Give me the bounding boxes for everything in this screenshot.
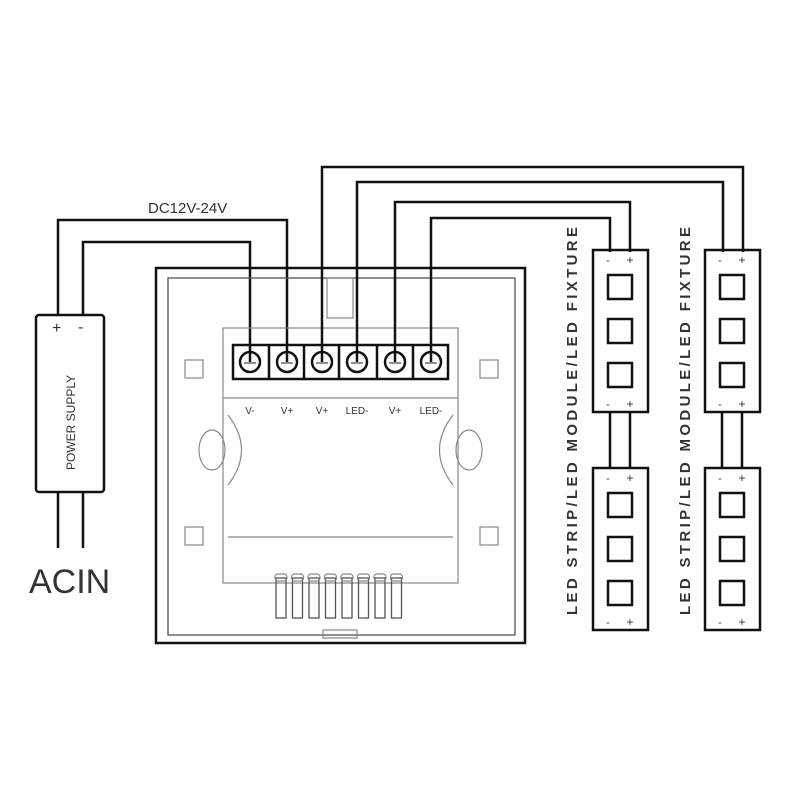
led-chip: [718, 491, 746, 519]
supply-voltage-label: DC12V-24V: [148, 200, 227, 217]
led-module: - + - +: [703, 466, 762, 632]
terminal-label: V+: [316, 406, 329, 417]
connector-pin: [308, 577, 320, 619]
module-plus-label: +: [626, 615, 633, 629]
led-module: - + - +: [703, 248, 762, 414]
module-plus-label: +: [738, 397, 745, 411]
module-minus-label: -: [606, 617, 610, 629]
module-minus-label: -: [606, 255, 610, 267]
led-chip: [606, 579, 634, 607]
terminal-screw: [238, 350, 262, 374]
wire-psu-plus: [56, 218, 289, 362]
module-minus-label: -: [718, 255, 722, 267]
connector-pin: [341, 577, 353, 619]
module-plus-label: +: [738, 615, 745, 629]
led-chip: [718, 273, 746, 301]
module-minus-label: -: [718, 399, 722, 411]
led-chip: [606, 361, 634, 389]
led-chip: [718, 361, 746, 389]
power-supply: + - POWER SUPPLY: [34, 313, 106, 548]
module-plus-label: +: [626, 397, 633, 411]
module-plus-label: +: [738, 253, 745, 267]
terminal-label: LED-: [420, 406, 443, 417]
led-chip: [718, 535, 746, 563]
psu-plus-label: +: [52, 320, 61, 337]
led-module: - + - +: [591, 248, 650, 414]
module-plus-label: +: [626, 471, 633, 485]
led-label-1: LED STRIP/LED MODULE/LED FIXTURE: [564, 227, 581, 615]
connector-pin: [374, 577, 386, 619]
terminal-label: V+: [281, 406, 294, 417]
ac-input-label: ACIN: [29, 563, 110, 601]
wire-m2-plus: [320, 165, 745, 362]
wire-m1-plus: [393, 200, 632, 362]
terminal-label: V+: [389, 406, 402, 417]
led-chip: [718, 579, 746, 607]
wire-m2-minus: [355, 180, 725, 362]
connector-pin: [357, 577, 370, 619]
module-minus-label: -: [606, 473, 610, 485]
led-chip: [606, 273, 634, 301]
led-chip: [606, 317, 634, 345]
led-chip: [718, 317, 746, 345]
connector-pin: [291, 577, 304, 619]
led-chip: [606, 491, 634, 519]
led-module: - + - +: [591, 466, 650, 632]
wire-psu-minus: [81, 240, 252, 362]
module-minus-label: -: [718, 473, 722, 485]
wire-m1-minus: [429, 216, 612, 362]
psu-label: POWER SUPPLY: [64, 375, 78, 470]
module-plus-label: +: [626, 253, 633, 267]
terminal-label: V-: [245, 406, 254, 417]
terminal-label: LED-: [346, 406, 369, 417]
psu-minus-label: -: [78, 319, 83, 336]
terminal-screw: [275, 350, 299, 374]
connector-pin: [275, 577, 287, 619]
led-chip: [606, 535, 634, 563]
connector-pin: [390, 577, 403, 619]
led-label-2: LED STRIP/LED MODULE/LED FIXTURE: [677, 227, 694, 615]
module-plus-label: +: [738, 471, 745, 485]
module-minus-label: -: [606, 399, 610, 411]
connector-pin: [324, 577, 337, 619]
controller-panel: V- V+ V+ LED- V+ LED-: [154, 266, 527, 645]
module-minus-label: -: [718, 617, 722, 629]
